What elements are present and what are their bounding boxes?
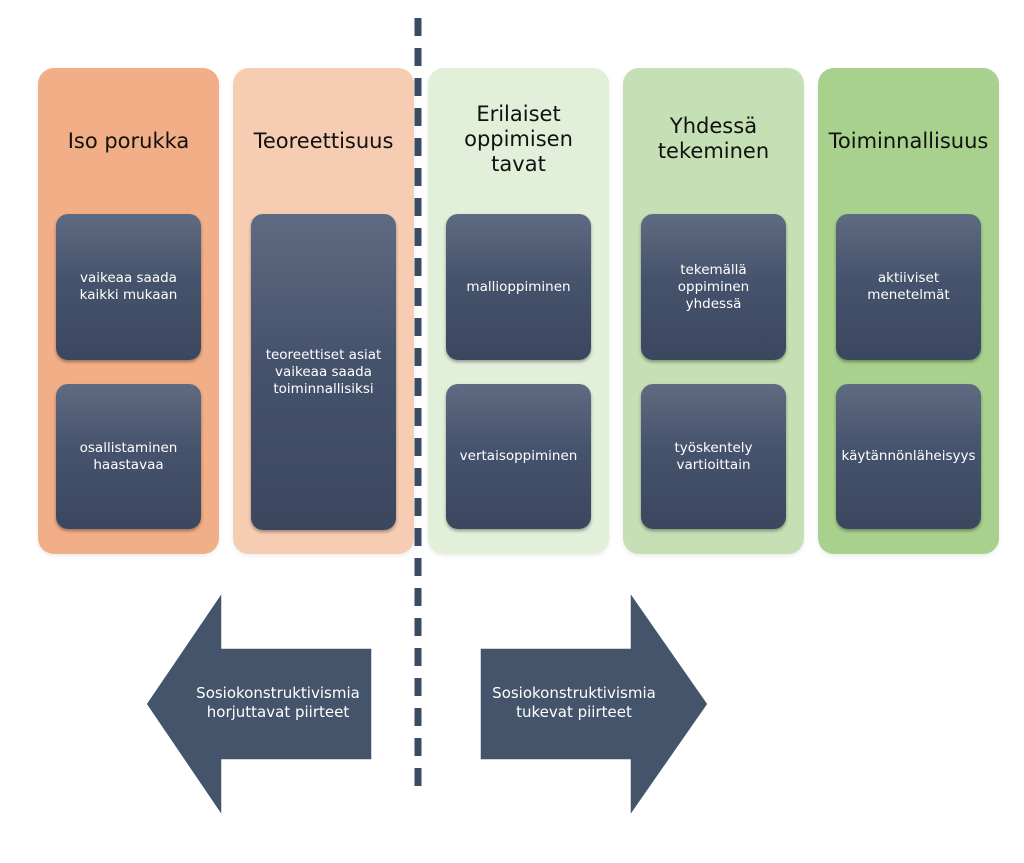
column-title: Iso porukka (67, 128, 190, 153)
card-vertaisoppiminen: vertaisoppiminen (446, 384, 591, 529)
dashed-divider (414, 18, 422, 798)
column-yhdessa-tekeminen: Yhdessä tekeminen tekemällä oppiminen yh… (623, 68, 804, 554)
column-erilaiset-oppimisen-tavat: Erilaiset oppimisen tavat mallioppiminen… (428, 68, 609, 554)
card-tekemalla-oppiminen: tekemällä oppiminen yhdessä (641, 214, 786, 360)
card-kaytannonlaheisyys: käytännönläheisyys (836, 384, 981, 529)
column-iso-porukka: Iso porukka vaikeaa saada kaikki mukaan … (38, 68, 219, 554)
column-title: Teoreettisuus (253, 128, 394, 153)
card-teoreettiset-asiat: teoreettiset asiat vaikeaa saada toiminn… (251, 214, 396, 530)
card-osallistaminen: osallistaminen haastavaa (56, 384, 201, 529)
column-title: Yhdessä tekeminen (657, 114, 770, 163)
left-arrow-shape (145, 592, 373, 818)
card-tyoskentely-vartioittain: työskentely vartioittain (641, 384, 786, 529)
column-title: Toiminnallisuus (828, 128, 989, 153)
left-arrow-label: Sosiokonstruktivismia horjuttavat piirte… (196, 684, 360, 721)
column-toiminnallisuus: Toiminnallisuus aktiiviset menetelmät kä… (818, 68, 999, 554)
card-aktiiviset-menetelmat: aktiiviset menetelmät (836, 214, 981, 360)
card-vaikeaa-saada: vaikeaa saada kaikki mukaan (56, 214, 201, 360)
right-arrow-shape (480, 592, 709, 818)
right-arrow-label: Sosiokonstruktivismia tukevat piirteet (492, 684, 656, 721)
column-title: Erilaiset oppimisen tavat (464, 101, 573, 176)
card-mallioppiminen: mallioppiminen (446, 214, 591, 360)
column-teoreettisuus: Teoreettisuus teoreettiset asiat vaikeaa… (233, 68, 414, 554)
